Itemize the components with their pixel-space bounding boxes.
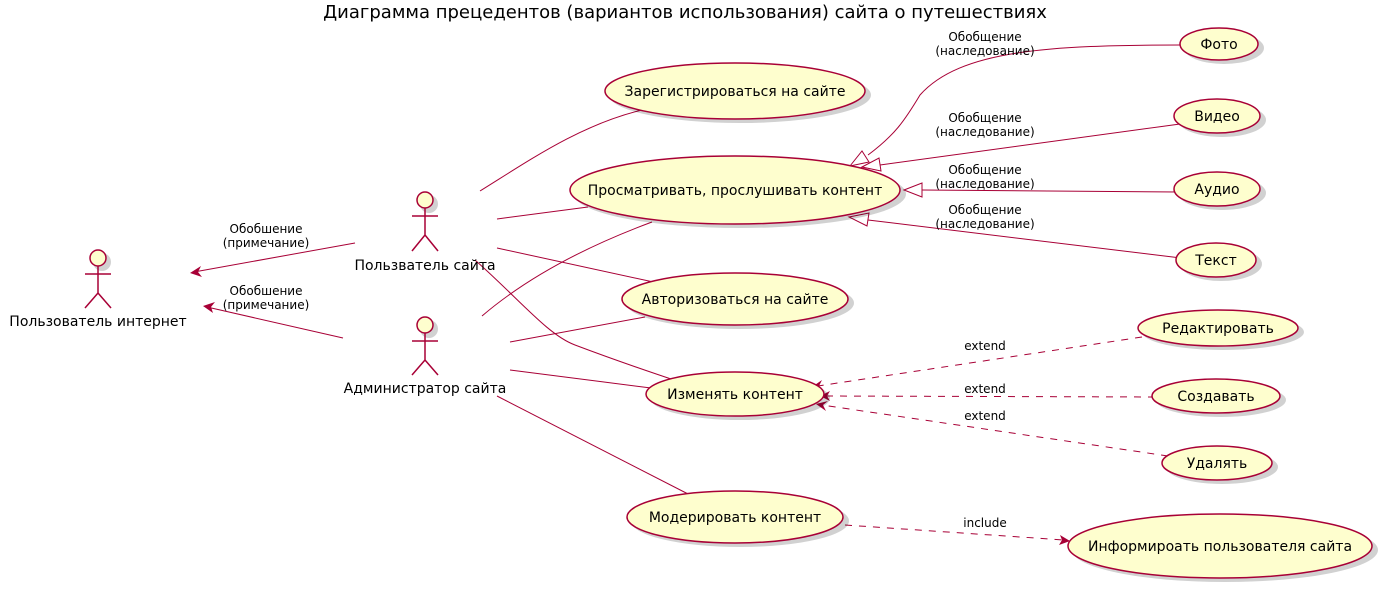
actor-head-icon bbox=[89, 249, 107, 267]
usecase-auth-label: Авторизоваться на сайте bbox=[642, 292, 829, 308]
usecase-photo: Фото bbox=[1179, 27, 1264, 64]
arrowhead-include-inform bbox=[1059, 535, 1070, 545]
edges bbox=[190, 44, 1182, 545]
label-include-inform: include bbox=[963, 516, 1006, 530]
label-video-inherit-line1: Обобщение bbox=[948, 111, 1021, 125]
edge-user-register bbox=[479, 109, 643, 192]
label-text-inherit-line2: (наследование) bbox=[935, 217, 1034, 231]
label-video-inherit-line2: (наследование) bbox=[935, 125, 1034, 139]
usecase-register: Зарегистрироваться на сайте bbox=[604, 62, 871, 123]
label-audio-inherit-line1: Обобщение bbox=[948, 163, 1021, 177]
usecase-moderate-label: Модерировать контент bbox=[649, 510, 821, 526]
usecase-moderate: Модерировать контент bbox=[626, 490, 849, 547]
usecase-delete-label: Удалять bbox=[1187, 456, 1248, 472]
edge-video-view bbox=[879, 123, 1181, 166]
actor-site-user-label: Пользватель сайта bbox=[354, 258, 495, 274]
edge-labels: Обобшение (примечание) Обобшение (примеч… bbox=[223, 30, 1035, 530]
usecase-inform: Информироать пользователя сайта bbox=[1067, 513, 1378, 582]
arrowhead-delete-extend bbox=[816, 401, 828, 411]
edge-admin-edit-content bbox=[509, 369, 652, 389]
edge-user-auth bbox=[496, 247, 659, 284]
label-photo-inherit-line2: (наследование) bbox=[935, 44, 1034, 58]
label-extend-create: extend bbox=[964, 382, 1006, 396]
usecase-delete: Удалять bbox=[1161, 445, 1278, 484]
edge-user-edit-content bbox=[474, 259, 678, 382]
actor-head-icon bbox=[416, 191, 434, 209]
edge-admin-moderate bbox=[496, 395, 693, 497]
edge-user-internet bbox=[193, 242, 356, 273]
actor-internet-user: Пользователь интернет bbox=[9, 249, 187, 330]
usecase-create: Создавать bbox=[1151, 378, 1286, 417]
usecase-register-label: Зарегистрироваться на сайте bbox=[625, 84, 846, 100]
arrowhead-user-internet bbox=[190, 266, 202, 277]
arrowhead-video-view bbox=[860, 157, 882, 172]
label-admin-general-line2: (примечание) bbox=[223, 298, 310, 312]
edge-create-extend bbox=[825, 395, 1156, 398]
usecase-edit: Редактировать bbox=[1137, 309, 1304, 350]
label-photo-inherit-line1: Обобщение bbox=[948, 30, 1021, 44]
label-text-inherit-line1: Обобщение bbox=[948, 203, 1021, 217]
edge-admin-view bbox=[481, 221, 653, 317]
usecase-auth: Авторизоваться на сайте bbox=[621, 272, 854, 329]
usecase-video: Видео bbox=[1173, 98, 1266, 137]
label-user-general-line2: (примечание) bbox=[223, 236, 310, 250]
edge-include-inform bbox=[844, 524, 1065, 541]
edge-text-view bbox=[867, 219, 1182, 259]
usecase-audio-label: Аудио bbox=[1194, 182, 1239, 198]
usecase-create-label: Создавать bbox=[1177, 389, 1254, 405]
usecase-edit-label: Редактировать bbox=[1162, 321, 1274, 337]
usecase-video-label: Видео bbox=[1194, 109, 1240, 125]
usecase-edit-content: Изменять контент bbox=[645, 371, 830, 420]
usecase-edit-content-label: Изменять контент bbox=[667, 387, 803, 403]
edge-delete-extend bbox=[821, 404, 1169, 457]
usecase-text-label: Текст bbox=[1194, 253, 1236, 269]
label-audio-inherit-line2: (наследование) bbox=[935, 177, 1034, 191]
edge-admin-auth bbox=[509, 316, 646, 343]
usecase-photo-label: Фото bbox=[1200, 37, 1237, 53]
arrowhead-admin-internet bbox=[203, 302, 215, 313]
usecase-view: Просматривать, прослушивать контент bbox=[569, 155, 906, 228]
usecase-text: Текст bbox=[1175, 242, 1262, 281]
actor-site-admin-label: Администратор сайта bbox=[344, 381, 507, 397]
usecase-view-label: Просматривать, прослушивать контент bbox=[588, 183, 882, 199]
edge-photo-view bbox=[867, 44, 1182, 156]
diagram-title: Диаграмма прецедентов (вариантов использ… bbox=[323, 2, 1047, 23]
label-user-general-line1: Обобшение bbox=[230, 222, 303, 236]
usecase-audio: Аудио bbox=[1173, 171, 1266, 210]
edge-admin-internet bbox=[206, 306, 344, 339]
label-extend-delete: extend bbox=[964, 409, 1006, 423]
arrowhead-create-extend bbox=[820, 391, 830, 401]
usecase-inform-label: Информироать пользователя сайта bbox=[1088, 539, 1352, 555]
edge-audio-view bbox=[921, 189, 1179, 193]
actor-internet-user-label: Пользователь интернет bbox=[9, 314, 186, 330]
actor-head-icon bbox=[416, 316, 434, 334]
label-extend-edit: extend bbox=[964, 339, 1006, 353]
arrowhead-text-view bbox=[847, 212, 870, 227]
edge-user-view bbox=[496, 206, 589, 220]
arrowhead-photo-view bbox=[848, 150, 870, 167]
actor-site-admin: Администратор сайта bbox=[344, 316, 507, 397]
actor-site-user: Пользватель сайта bbox=[354, 191, 496, 274]
arrowhead-audio-view bbox=[902, 182, 923, 198]
label-admin-general-line1: Обобшение bbox=[230, 284, 303, 298]
